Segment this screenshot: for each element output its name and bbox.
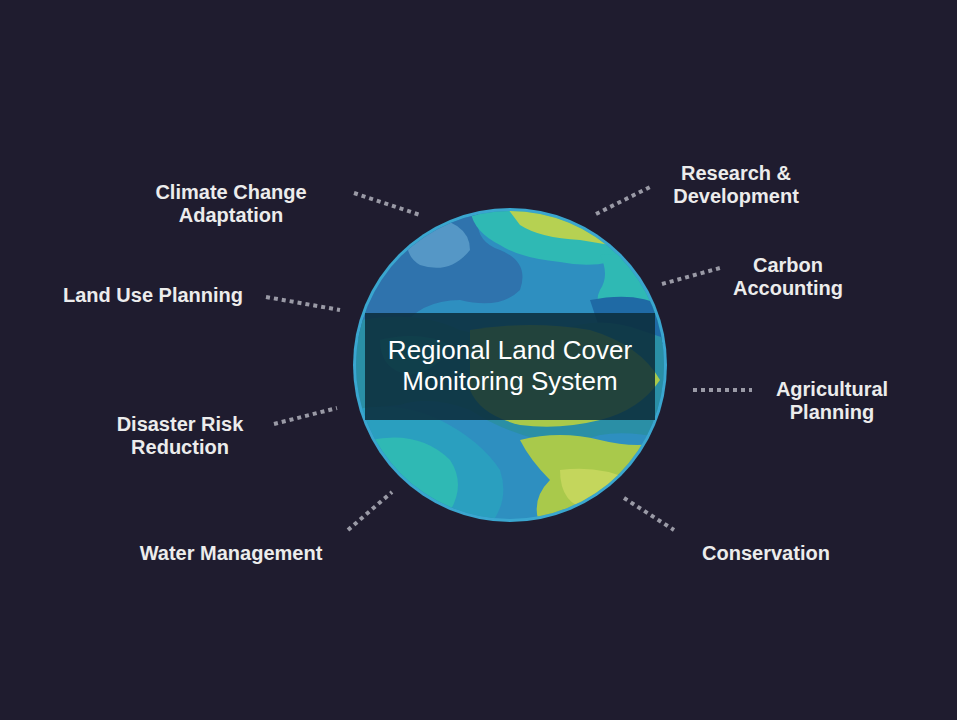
application-label: Agricultural Planning (762, 378, 902, 424)
application-label: Water Management (140, 542, 323, 565)
application-label: Research & Development (661, 162, 811, 208)
application-label: Conservation (702, 542, 830, 565)
application-label: Land Use Planning (63, 284, 243, 307)
application-label: Climate Change Adaptation (136, 181, 326, 227)
panel-title: Regional Land Cover Monitoring System (385, 335, 635, 397)
application-label: Disaster Risk Reduction (105, 413, 255, 459)
leader-lines (266, 187, 752, 530)
title-panel: Regional Land Cover Monitoring System (365, 313, 655, 420)
application-label: Carbon Accounting (723, 254, 853, 300)
